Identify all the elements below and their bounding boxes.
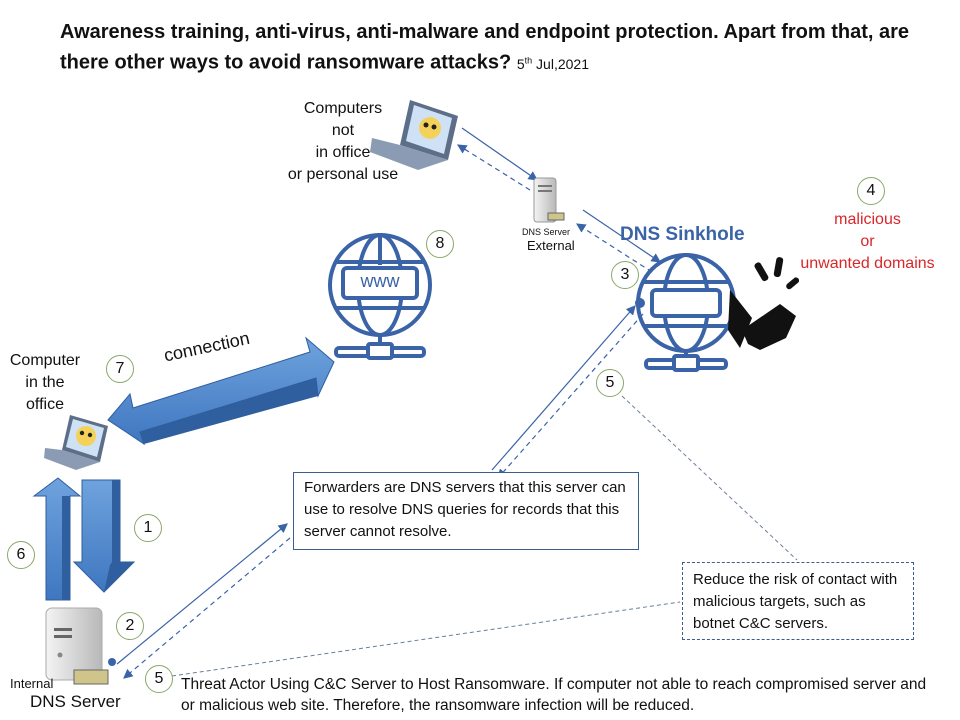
remote-laptop-icon: [370, 100, 458, 170]
external-dns-server-icon: [533, 177, 565, 223]
connector-internal-to-forwarder: [116, 523, 291, 679]
internal-dns-label: DNS Server: [30, 692, 121, 711]
step-1-badge: 1: [134, 514, 162, 542]
connector-note-to-step5: [171, 601, 681, 677]
down-arrow-1: [72, 479, 136, 593]
connection-arrow: [107, 336, 335, 446]
connector-remote-to-external: [456, 127, 538, 191]
page-title: Awareness training, anti-virus, anti-mal…: [60, 18, 920, 78]
step-6-badge: 6: [7, 541, 35, 569]
www-label: www: [360, 271, 400, 291]
step-2-badge: 2: [116, 612, 144, 640]
step-3-badge: 3: [611, 261, 639, 289]
external-dns-small-label: DNS Server: [522, 227, 571, 237]
forwarders-note: Forwarders are DNS servers that this ser…: [293, 472, 639, 550]
external-dns-label: External: [527, 238, 575, 253]
title-date: 5th Jul,2021: [516, 55, 589, 72]
step-4-badge: 4: [857, 177, 885, 205]
sinkhole-title: DNS Sinkhole: [620, 224, 745, 245]
internal-dns-server-icon: [45, 607, 116, 685]
step-5-badge-sinkhole: 5: [596, 369, 624, 397]
remote-computer-label: Computers not in office or personal use: [287, 100, 399, 183]
office-computer-label: Computer in the office: [9, 352, 81, 413]
reduce-risk-note: Reduce the risk of contact with maliciou…: [682, 562, 914, 640]
threat-actor-note: Threat Actor Using C&C Server to Host Ra…: [181, 676, 927, 714]
www-globe-icon: [328, 233, 432, 360]
malicious-domains-label: malicious or unwanted domains: [800, 211, 935, 272]
office-laptop-icon: [44, 415, 108, 470]
sinkhole-globe-icon: [635, 253, 736, 372]
up-arrow-6: [32, 477, 82, 601]
connector-forwarder-to-sinkhole: [491, 305, 644, 479]
internal-label: Internal: [10, 676, 54, 691]
step-5-badge-threat: 5: [145, 665, 173, 693]
connector-step5-to-note: [621, 395, 798, 561]
step-7-badge: 7: [106, 355, 134, 383]
block-hand-icon: [728, 257, 800, 350]
connector-external-to-sinkhole: [575, 209, 661, 273]
title-text: Awareness training, anti-virus, anti-mal…: [60, 21, 910, 74]
step-8-badge: 8: [426, 230, 454, 258]
